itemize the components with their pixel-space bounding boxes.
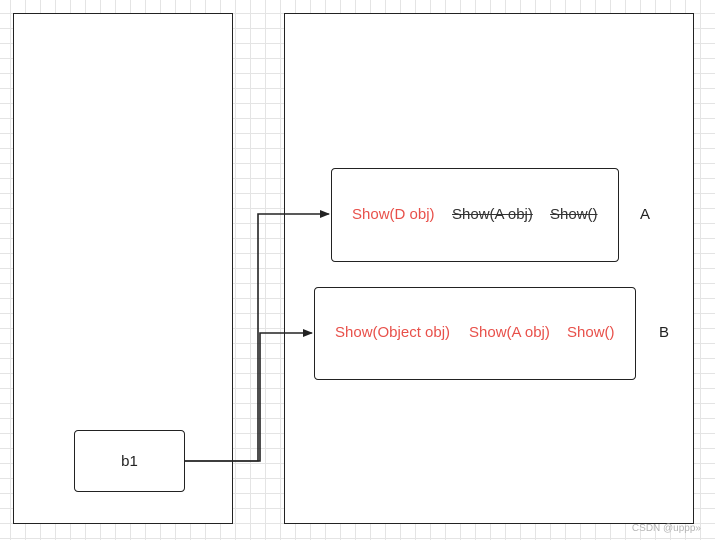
watermark-text: CSDN @uppp» (631, 523, 701, 534)
class-a-method-show-d: Show(D obj) (352, 206, 435, 223)
class-b-label: B (659, 324, 670, 341)
class-b-method-show: Show() (567, 324, 615, 341)
class-a-method-show: Show() (550, 206, 598, 223)
reference-b1-box: b1 (74, 430, 185, 492)
class-a-label: A (640, 206, 651, 223)
heap-panel (284, 13, 694, 524)
class-a-method-show-a: Show(A obj) (452, 206, 533, 223)
reference-b1-label: b1 (121, 452, 138, 470)
class-a-object-box (331, 168, 619, 262)
class-b-method-show-a: Show(A obj) (469, 324, 550, 341)
class-b-object-box (314, 287, 636, 380)
class-b-method-show-object: Show(Object obj) (335, 324, 451, 341)
